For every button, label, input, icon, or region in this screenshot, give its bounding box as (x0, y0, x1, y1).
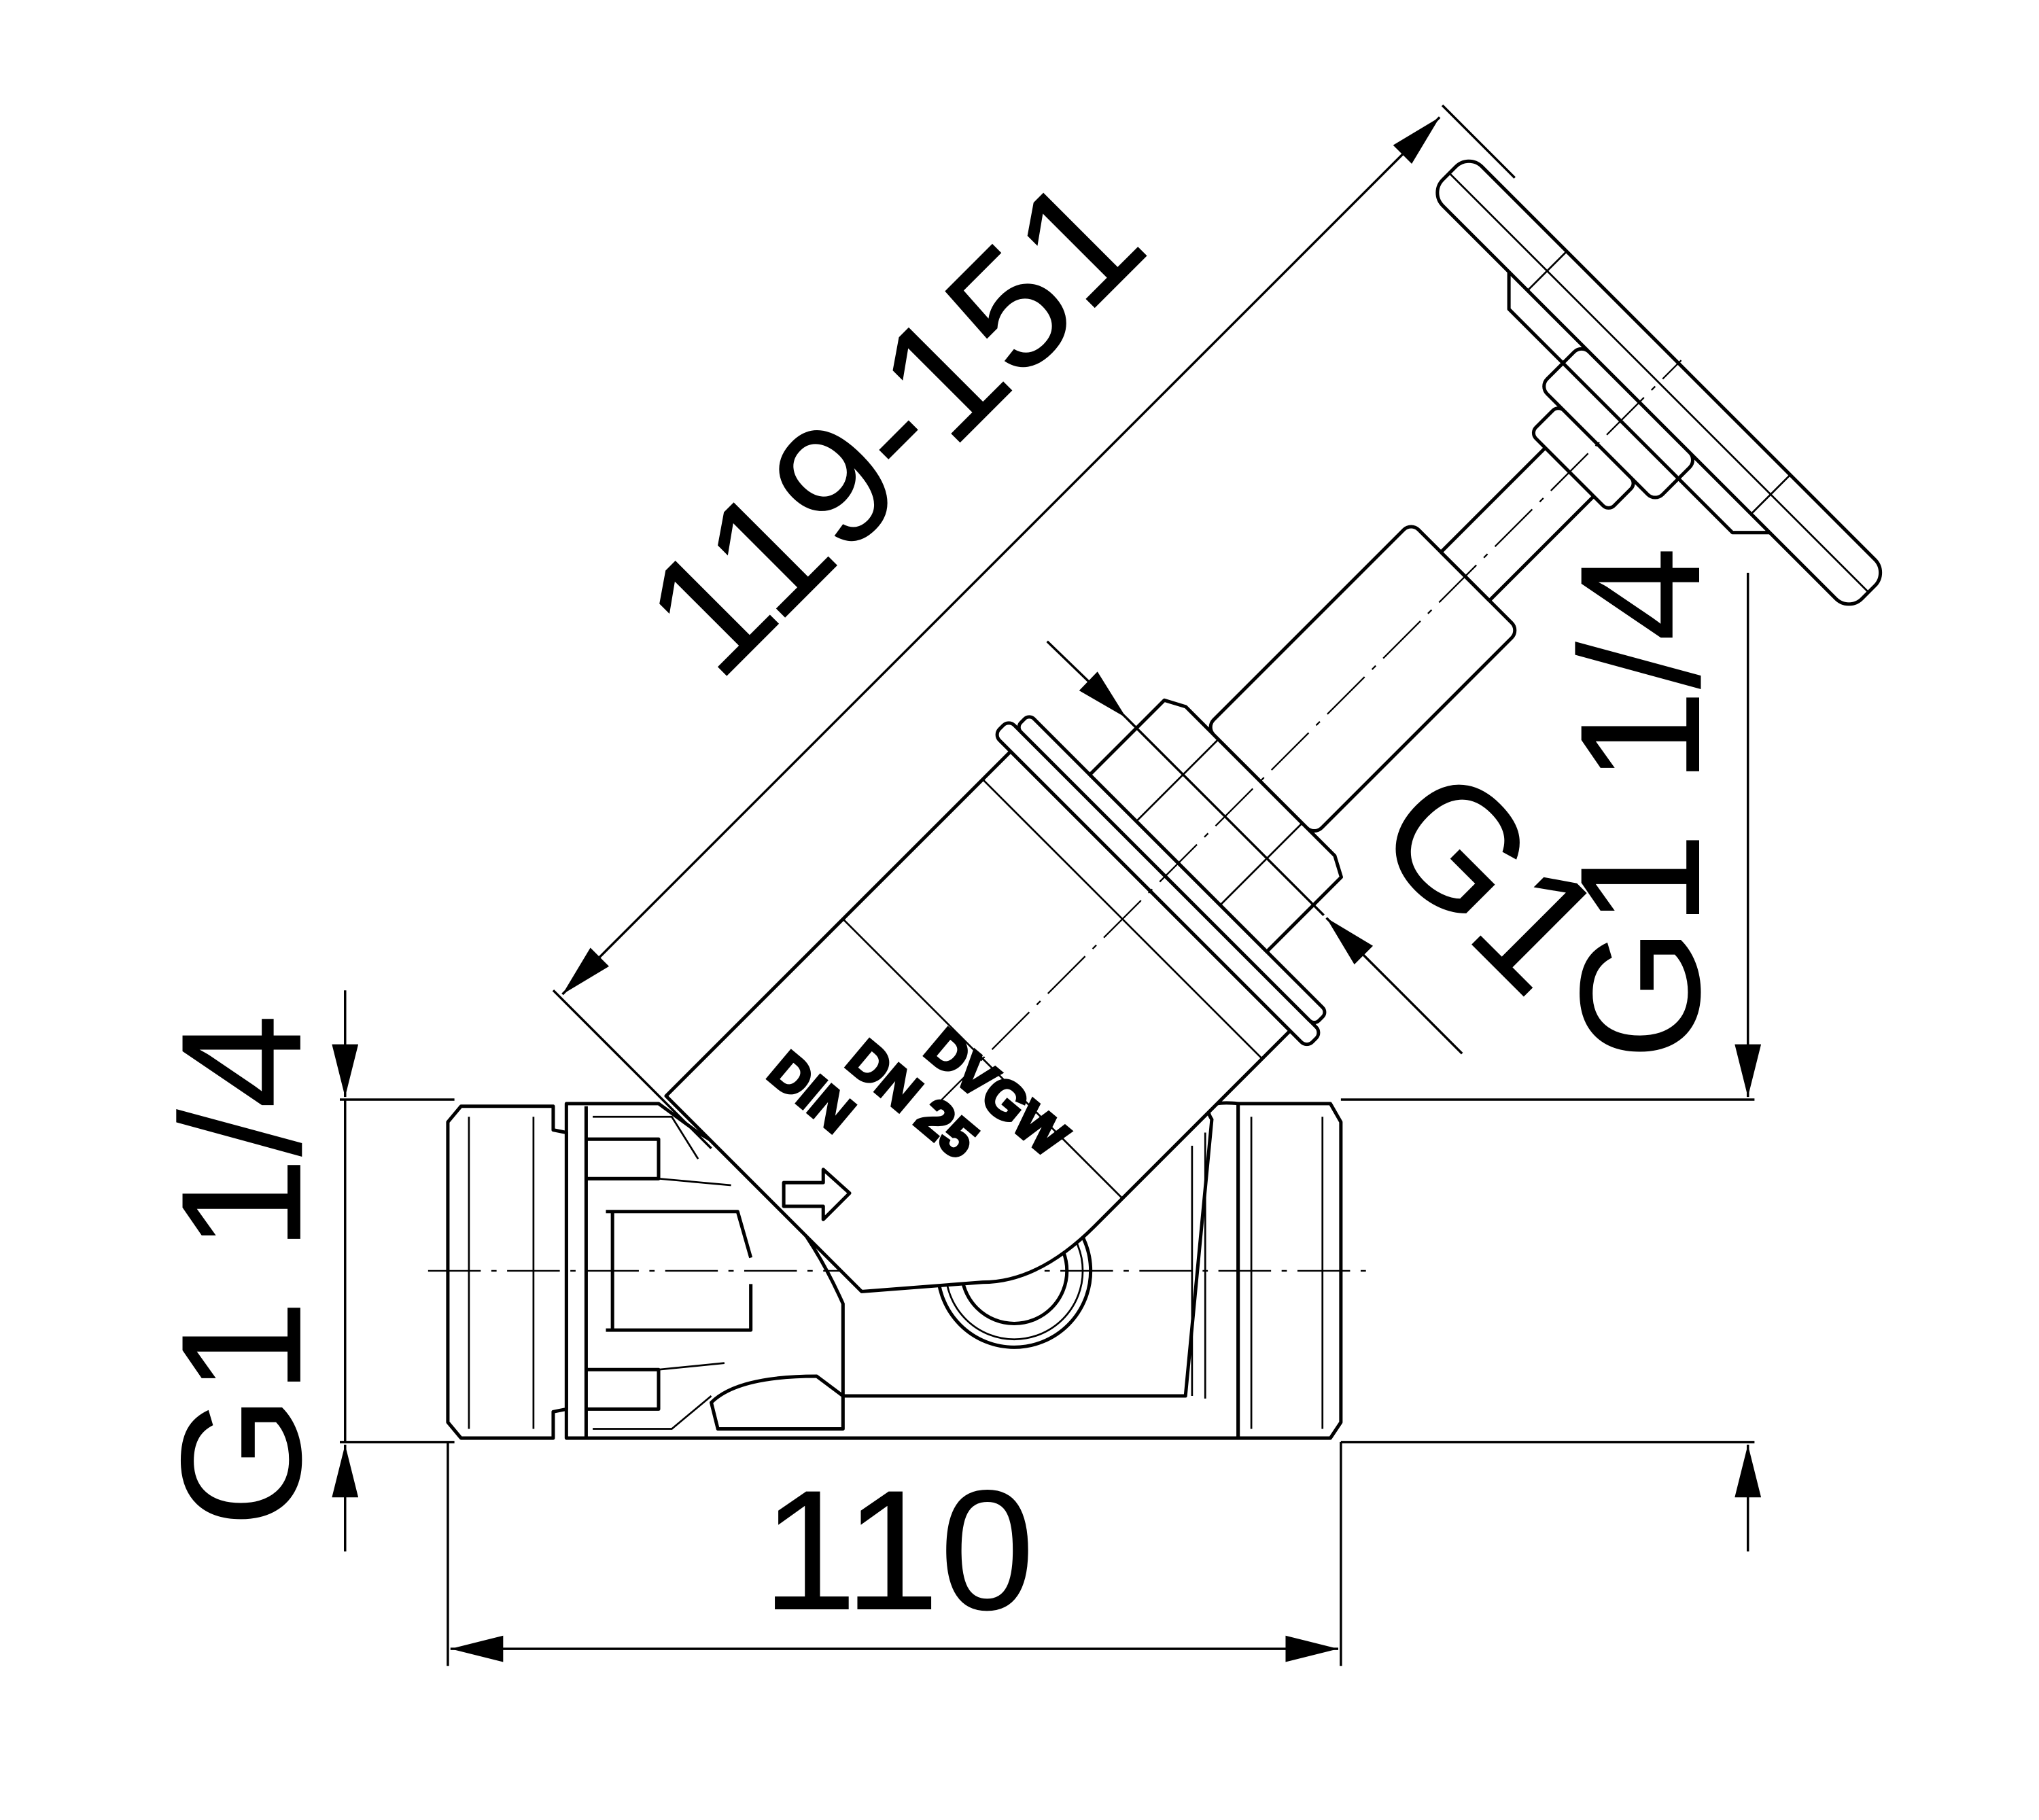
dimension-right-g1-1-4-label: G1 1/4 (1545, 546, 1736, 1060)
dimension-overall-length: 110 (447, 1441, 1342, 1666)
right-end-cap (1236, 1102, 1343, 1440)
dimension-left-g1-1-4-label: G1 1/4 (146, 1014, 337, 1528)
dimension-110-label: 110 (762, 1455, 1035, 1646)
dimension-119-151-label: 119-151 (608, 141, 1179, 711)
dimension-right-thread: G1 1/4 (1340, 546, 1762, 1552)
flow-direction-arrow-icon (782, 1168, 852, 1221)
left-end-cap (446, 1104, 568, 1440)
dimension-left-thread: G1 1/4 (146, 990, 455, 1552)
